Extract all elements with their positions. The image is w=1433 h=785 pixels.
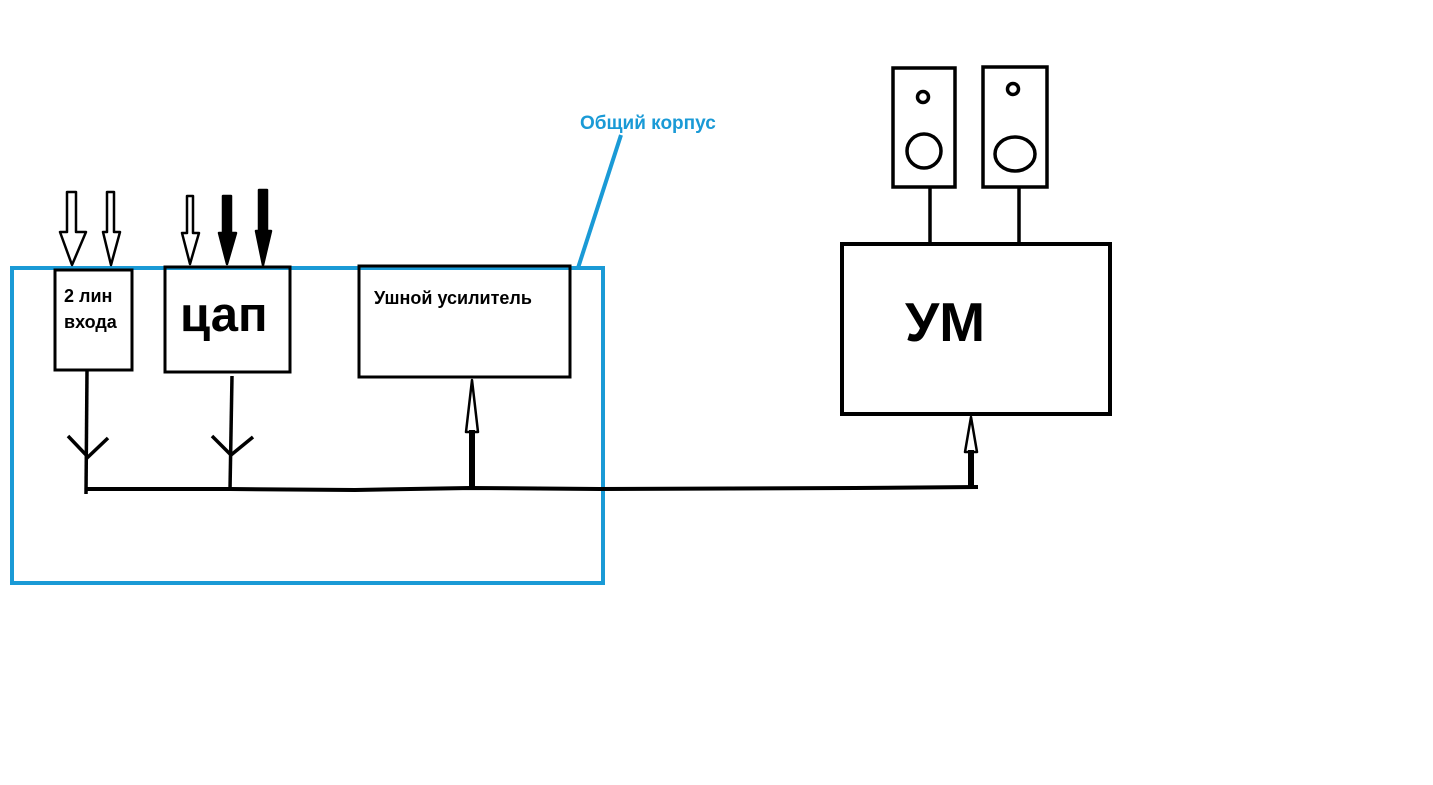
headphone-amp-label: Ушной усилитель (374, 288, 532, 308)
dac-arrow-2 (217, 194, 238, 266)
headphone-amp-block (357, 264, 572, 379)
speaker-icon (891, 66, 957, 244)
speaker-icon (981, 65, 1049, 244)
dac-arrow-3 (254, 188, 273, 267)
enclosure-outline (10, 266, 605, 585)
dac-arrow-1 (180, 194, 201, 266)
input-arrow-1 (58, 190, 88, 267)
line-inputs-block (53, 268, 134, 372)
enclosure (10, 134, 623, 585)
dac-block (163, 265, 292, 374)
dac-connector (210, 375, 255, 491)
power-amp-label: УМ (905, 291, 986, 353)
power-amp-connector (963, 415, 979, 487)
line-inputs-label: 2 лин входа (64, 286, 117, 332)
line-inputs-connector (66, 370, 110, 495)
power-amp-block (840, 242, 1112, 416)
headphone-amp-connector (464, 378, 480, 488)
dac-label: цап (180, 288, 268, 342)
signal-bus (85, 485, 979, 493)
enclosure-callout-line (576, 134, 623, 269)
line-input-arrows (58, 190, 122, 267)
input-arrow-2 (101, 190, 122, 267)
dac-input-arrows (180, 188, 273, 267)
enclosure-label: Общий корпус (580, 113, 716, 134)
